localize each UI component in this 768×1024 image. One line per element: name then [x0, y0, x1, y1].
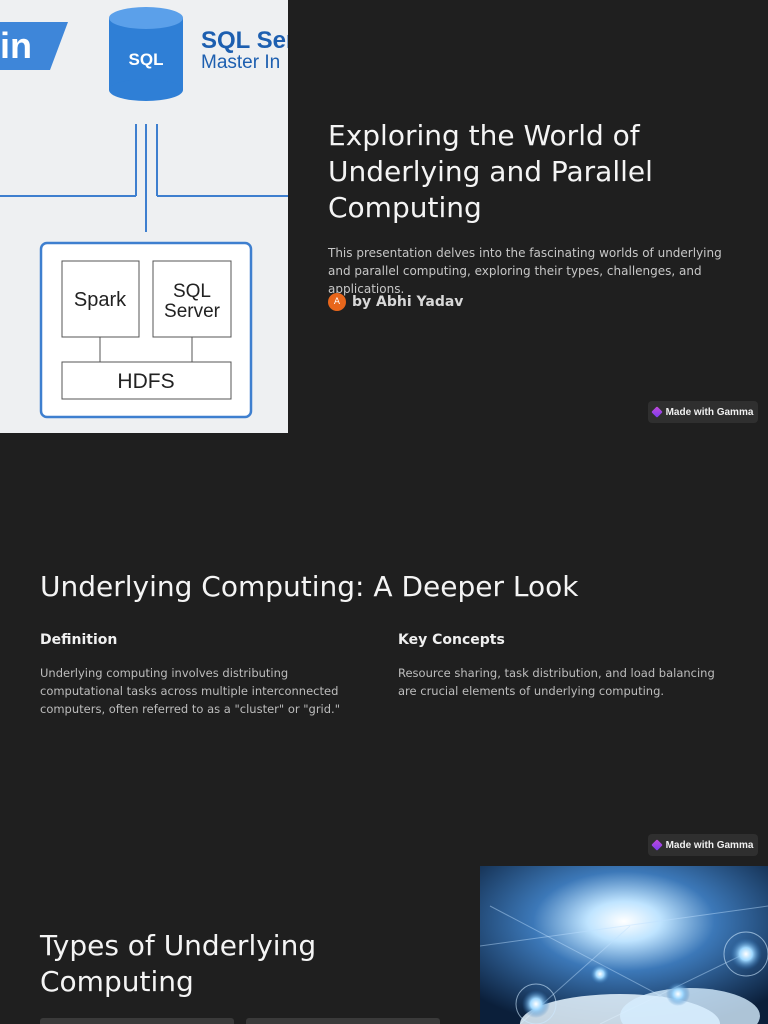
db-label: SQL — [129, 50, 164, 69]
hdfs-box — [61, 361, 232, 400]
sql-server-label-1: SQL — [173, 281, 211, 302]
definition-heading: Definition — [40, 632, 118, 648]
made-with-gamma-badge[interactable]: Made with Gamma — [648, 834, 758, 856]
sql-server-label-2: Server — [164, 301, 221, 322]
slide-title: Types of Underlying Computing — [40, 929, 317, 998]
author-name: by Abhi Yadav — [352, 294, 464, 310]
database-icon: SQL — [109, 7, 183, 101]
network-cloud-image — [480, 866, 768, 1024]
architecture-diagram: in SQL SQL Ser Master In Spark — [0, 0, 288, 433]
sql-server-box — [152, 260, 232, 338]
author-byline: A by Abhi Yadav — [328, 293, 463, 311]
server-title: SQL Ser — [201, 27, 288, 54]
type-card — [246, 1018, 440, 1024]
hdfs-label: HDFS — [117, 370, 174, 393]
logo-banner — [0, 22, 68, 70]
spark-box — [61, 260, 140, 338]
logo-text: in — [0, 25, 32, 66]
presentation-title: Exploring the World of Underlying and Pa… — [328, 119, 653, 224]
type-card — [40, 1018, 234, 1024]
title-slide: in SQL SQL Ser Master In Spark — [0, 0, 768, 433]
gamma-logo-icon — [650, 839, 663, 851]
badge-label: Made with Gamma — [665, 839, 754, 851]
connector-lines — [0, 124, 288, 232]
definition-text: Underlying computing involves distributi… — [40, 666, 340, 716]
key-concepts-text: Resource sharing, task distribution, and… — [398, 666, 715, 698]
server-subtitle: Master In — [201, 52, 280, 73]
slide-title: Underlying Computing: A Deeper Look — [40, 570, 579, 603]
presentation-description: This presentation delves into the fascin… — [328, 246, 722, 296]
avatar: A — [328, 293, 346, 311]
key-concepts-heading: Key Concepts — [398, 632, 505, 648]
made-with-gamma-badge[interactable]: Made with Gamma — [648, 401, 758, 423]
spark-label: Spark — [74, 289, 127, 311]
badge-label: Made with Gamma — [665, 406, 754, 418]
gamma-logo-icon — [650, 406, 663, 418]
